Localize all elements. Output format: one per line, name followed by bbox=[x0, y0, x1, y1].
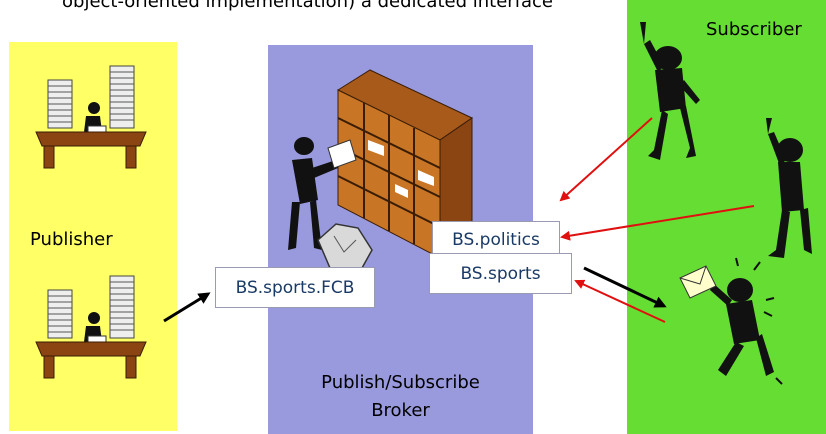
publish-arrow bbox=[163, 292, 211, 323]
envelope-person-icon bbox=[679, 257, 783, 385]
publisher-label: Publisher bbox=[30, 229, 113, 250]
subscribe-arrow-sports bbox=[574, 279, 666, 323]
notify-arrow bbox=[583, 266, 667, 308]
subscribe-arrow-politics bbox=[559, 117, 653, 202]
topic-box-sports: BS.sports bbox=[429, 253, 572, 294]
topic-box-politics: BS.politics bbox=[432, 221, 560, 259]
subscriber-label: Subscriber bbox=[706, 19, 802, 40]
desk-worker-icon bbox=[35, 65, 147, 169]
desk-worker-icon bbox=[35, 275, 147, 379]
caption-text: object-oriented implementation) a dedica… bbox=[62, 0, 554, 12]
broker-label-line2: Broker bbox=[371, 400, 430, 421]
topic-box-sports-fcb: BS.sports.FCB bbox=[215, 267, 375, 308]
pointing-person-icon bbox=[640, 22, 700, 160]
broker-label-line1: Publish/Subscribe bbox=[321, 372, 480, 393]
postman-icon bbox=[288, 137, 357, 250]
mailbag-icon bbox=[317, 223, 373, 269]
subscribe-arrow-politics-2 bbox=[560, 205, 755, 241]
pointing-person-icon bbox=[766, 118, 812, 258]
